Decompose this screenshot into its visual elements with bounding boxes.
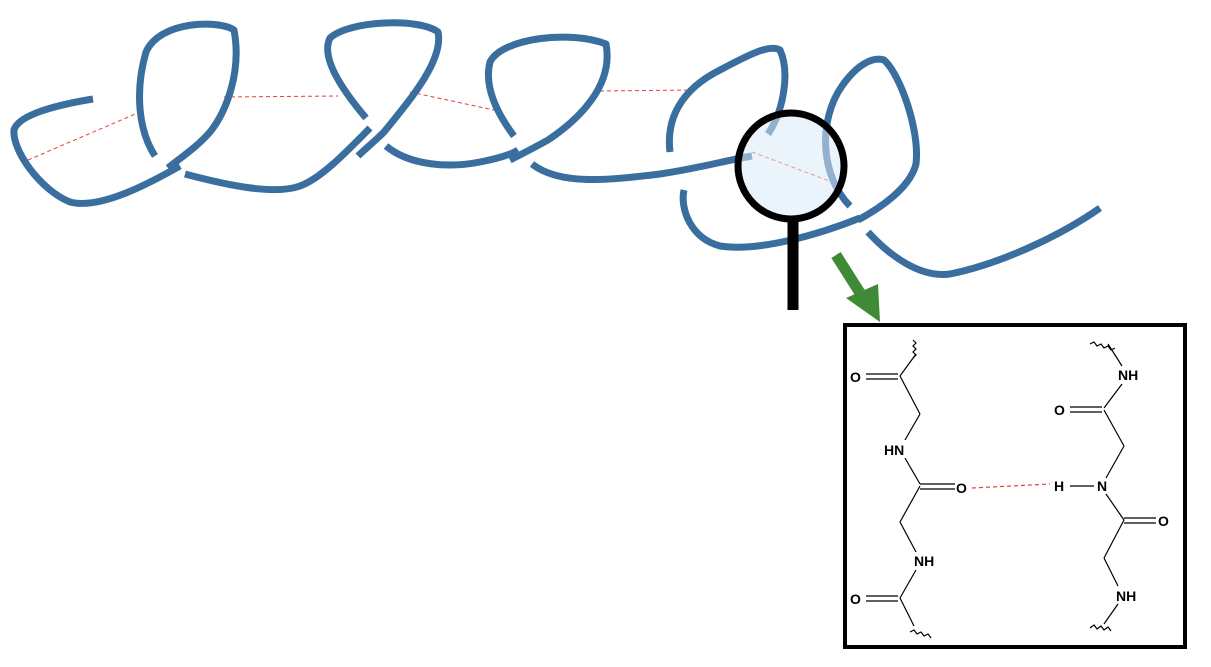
bond <box>904 413 921 441</box>
hbond-3 <box>409 91 495 111</box>
bond <box>899 597 915 627</box>
label-hn-left: HN <box>884 442 904 458</box>
helix-segment-8 <box>665 44 789 153</box>
bond <box>1103 383 1123 409</box>
helix-segment-7 <box>529 152 753 183</box>
atom-labels: O HN O NH O NH O H N O NH <box>850 367 1169 607</box>
label-nh-right-bottom: NH <box>1116 588 1136 604</box>
bond <box>899 485 921 523</box>
hbond-2 <box>223 95 339 98</box>
bond <box>1105 493 1125 521</box>
arrow-head <box>846 284 880 322</box>
bond <box>1103 409 1125 447</box>
arrow-shaft <box>831 252 867 299</box>
helix-backbone <box>10 19 1103 278</box>
label-o-right-top: O <box>1054 402 1065 418</box>
label-o-left-top: O <box>850 369 861 385</box>
zoom-box: O HN O NH O NH O H N O NH <box>843 323 1187 649</box>
label-o-center: O <box>956 480 967 496</box>
bond <box>1103 557 1119 587</box>
hydrogen-bond <box>971 483 1051 489</box>
bond <box>1103 603 1119 625</box>
wavy-bond-top-right <box>1089 341 1116 351</box>
helix-segment-11 <box>865 205 1103 278</box>
helix-segment-4 <box>324 19 443 159</box>
bond <box>1105 445 1125 479</box>
hbond-1 <box>27 111 141 161</box>
helix-segment-5 <box>383 143 520 169</box>
magnifier-icon <box>734 109 848 310</box>
helix-segment-6 <box>484 33 611 164</box>
bond <box>899 353 917 377</box>
bond <box>899 375 921 415</box>
magnifier-lens <box>734 109 848 223</box>
helix-segment-1 <box>10 95 182 207</box>
wavy-bond-bottom-right <box>1089 624 1112 632</box>
label-h-center: H <box>1054 478 1064 494</box>
helix-segment-3 <box>184 125 373 194</box>
bond <box>899 569 917 599</box>
bond <box>904 457 921 485</box>
hbond-4 <box>599 89 695 92</box>
helix-segment-9 <box>679 189 862 251</box>
wavy-bond-bottom-left <box>909 629 932 639</box>
label-o-right-mid: O <box>1158 513 1169 529</box>
bond <box>1103 519 1125 559</box>
label-nh-left-bottom: NH <box>914 553 934 569</box>
left-strand-bonds <box>866 339 955 639</box>
arrow-icon <box>831 252 880 322</box>
label-n-center: N <box>1097 478 1107 494</box>
label-o-left-bottom: O <box>850 591 861 607</box>
bond <box>1107 343 1123 367</box>
right-strand-bonds <box>1070 341 1156 632</box>
bond <box>899 521 917 553</box>
label-nh-right-top: NH <box>1118 367 1138 383</box>
helix-segment-2 <box>136 20 240 171</box>
